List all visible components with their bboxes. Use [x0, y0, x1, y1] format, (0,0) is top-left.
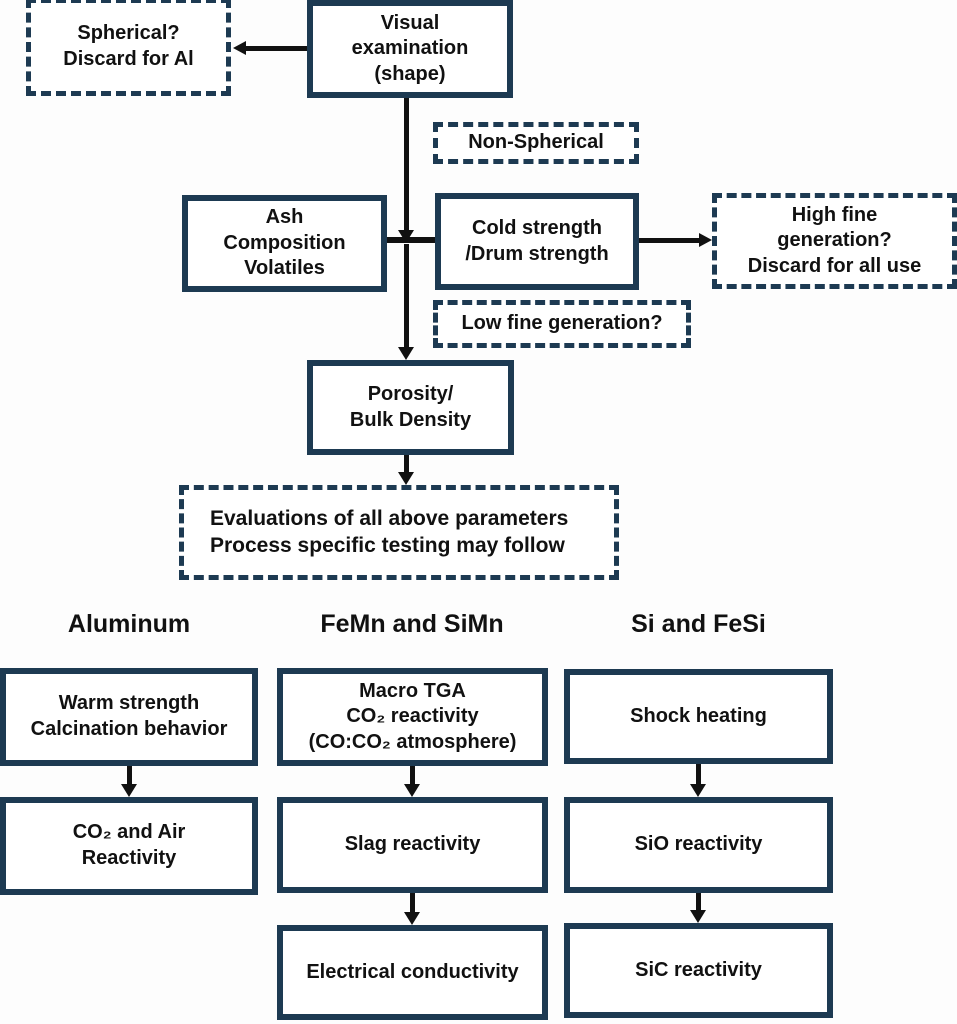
box-porosity-bulk-density: Porosity/ Bulk Density: [307, 360, 514, 455]
box-slag-reactivity: Slag reactivity: [277, 797, 548, 893]
arrowhead-right-icon: [699, 233, 712, 247]
arrowhead-down-icon: [121, 784, 137, 797]
box-spherical-discard: Spherical? Discard for Al: [26, 0, 231, 96]
arrowhead-left-icon: [233, 41, 246, 55]
arrow-slag-to-electrical: [404, 893, 420, 925]
box-evaluations-summary: Evaluations of all above parameters Proc…: [179, 485, 619, 580]
arrow-shaft: [409, 766, 415, 784]
box-non-spherical: Non-Spherical: [433, 122, 639, 164]
arrow-shaft: [695, 764, 701, 784]
arrowhead-down-icon: [690, 910, 706, 923]
arrow-warm-to-co2air: [121, 766, 137, 797]
box-co2-air-reactivity: CO₂ and Air Reactivity: [0, 797, 258, 895]
header-femn-simn: FeMn and SiMn: [320, 610, 504, 638]
arrowhead-down-icon: [398, 347, 414, 360]
box-sic-reactivity: SiC reactivity: [564, 923, 833, 1018]
arrowhead-down-icon: [404, 784, 420, 797]
connector-ash-to-cold: [387, 237, 435, 243]
box-cold-strength: Cold strength /Drum strength: [435, 193, 639, 290]
box-visual-examination: Visual examination (shape): [307, 0, 513, 98]
arrow-macro-to-slag: [404, 766, 420, 797]
box-electrical-conductivity: Electrical conductivity: [277, 925, 548, 1020]
arrow-shaft: [639, 237, 699, 243]
box-macro-tga: Macro TGA CO₂ reactivity (CO:CO₂ atmosph…: [277, 668, 548, 766]
arrow-shaft: [403, 244, 409, 347]
arrow-junction-to-porosity: [398, 244, 414, 360]
arrow-shaft: [409, 893, 415, 912]
arrow-porosity-to-evaluations: [398, 455, 414, 485]
header-aluminum: Aluminum: [67, 610, 191, 638]
arrow-visual-to-spherical: [233, 41, 307, 55]
arrow-shaft: [403, 455, 409, 472]
box-sio-reactivity: SiO reactivity: [564, 797, 833, 893]
box-shock-heating: Shock heating: [564, 669, 833, 764]
arrow-shock-to-sio: [690, 764, 706, 797]
header-si-fesi: Si and FeSi: [631, 610, 766, 638]
arrow-visual-to-junction: [398, 98, 414, 243]
arrow-shaft: [695, 893, 701, 910]
box-ash-composition: Ash Composition Volatiles: [182, 195, 387, 292]
arrow-shaft: [403, 98, 409, 230]
arrowhead-down-icon: [404, 912, 420, 925]
arrow-cold-to-highfine: [639, 233, 712, 247]
box-low-fine-generation: Low fine generation?: [433, 300, 691, 348]
arrowhead-down-icon: [398, 472, 414, 485]
box-warm-strength: Warm strength Calcination behavior: [0, 668, 258, 766]
box-high-fine-generation: High fine generation? Discard for all us…: [712, 193, 957, 289]
arrow-shaft: [126, 766, 132, 784]
arrow-shaft: [246, 45, 307, 51]
arrowhead-down-icon: [690, 784, 706, 797]
arrow-sio-to-sic: [690, 893, 706, 923]
